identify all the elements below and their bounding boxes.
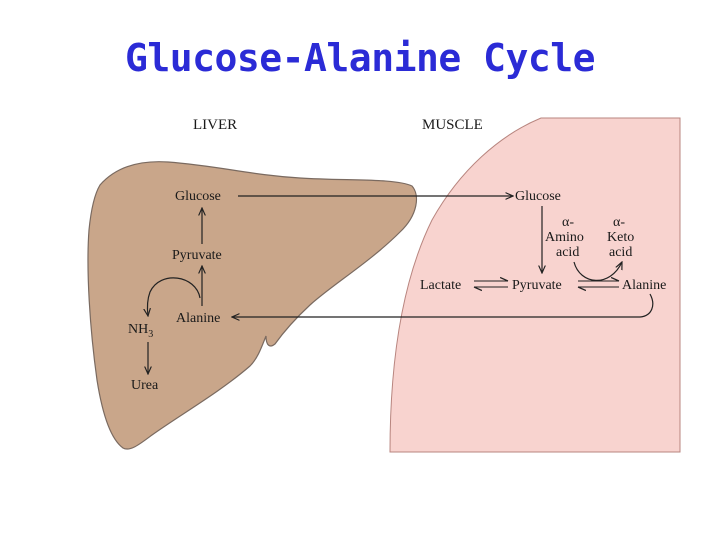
- arrow-alanine-to-nh3: [147, 277, 201, 316]
- muscle-glucose: Glucose: [515, 189, 561, 204]
- amino-acid-line1: α-: [562, 215, 574, 230]
- liver-alanine: Alanine: [176, 311, 220, 326]
- arrow-muscle-alanine-to-liver-alanine: [232, 293, 654, 317]
- amino-acid-line3: acid: [556, 245, 579, 260]
- muscle-pyruvate: Pyruvate: [512, 278, 562, 293]
- keto-acid-line2: Keto: [607, 230, 634, 245]
- muscle-label: MUSCLE: [422, 117, 483, 133]
- liver-label: LIVER: [193, 117, 237, 133]
- liver-glucose: Glucose: [175, 189, 221, 204]
- arrow-transamination: [573, 262, 622, 281]
- nh3-subscript: 3: [148, 329, 153, 340]
- liver-nh3: NH3: [128, 322, 153, 340]
- liver-region: [87, 161, 418, 450]
- muscle-lactate: Lactate: [420, 278, 461, 293]
- muscle-region: [389, 117, 681, 453]
- liver-urea: Urea: [131, 378, 159, 393]
- liver-pyruvate: Pyruvate: [172, 248, 222, 263]
- page-title: Glucose-Alanine Cycle: [125, 36, 595, 80]
- keto-acid-line3: acid: [609, 245, 632, 260]
- muscle-alanine: Alanine: [622, 278, 666, 293]
- keto-acid-line1: α-: [613, 215, 625, 230]
- amino-acid-line2: Amino: [545, 230, 584, 245]
